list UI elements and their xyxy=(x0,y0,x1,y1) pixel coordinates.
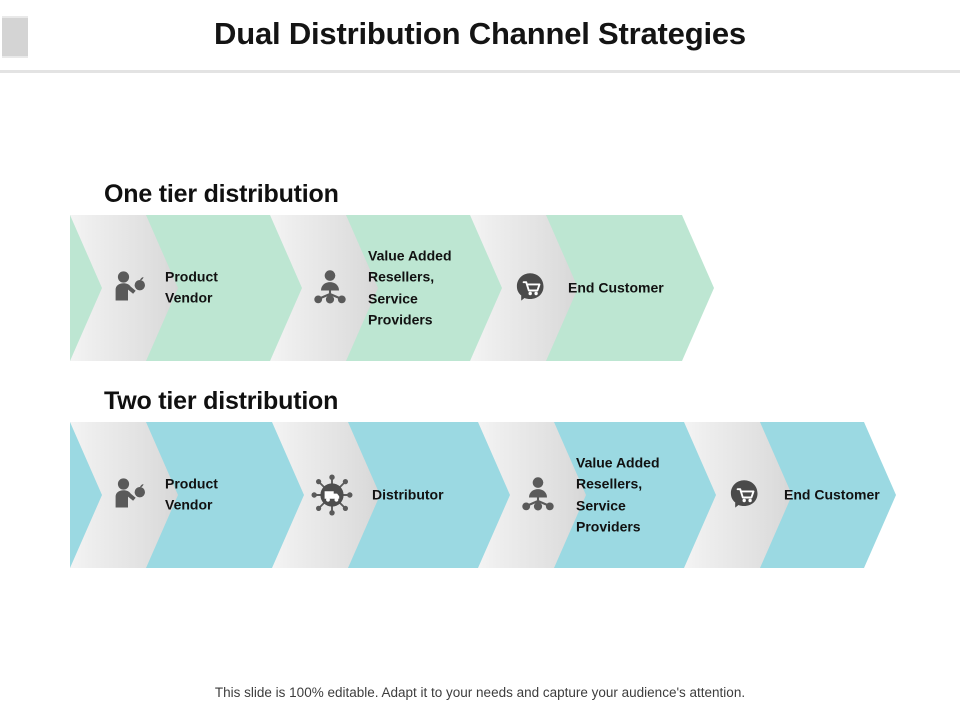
chevron-row-one-tier: Product Vendor Value Added Resellers, S xyxy=(0,215,960,361)
vendor-person-product-icon xyxy=(108,266,152,310)
slide-header: Dual Distribution Channel Strategies xyxy=(0,0,960,73)
reseller-network-person-icon xyxy=(308,266,352,310)
chevron-label: Distributor xyxy=(372,486,444,503)
end-customer-head-cart-icon xyxy=(508,266,552,310)
section-heading-one-tier: One tier distribution xyxy=(104,180,339,208)
page-title: Dual Distribution Channel Strategies xyxy=(214,16,746,51)
chevron-label: Value Added Resellers, Service Providers xyxy=(576,454,660,535)
header-divider xyxy=(0,70,960,73)
footer-note: This slide is 100% editable. Adapt it to… xyxy=(214,685,746,700)
section-heading-two-tier: Two tier distribution xyxy=(104,387,339,415)
chevron-label: Value Added Resellers, Service Providers xyxy=(368,247,452,328)
vendor-person-product-icon xyxy=(108,473,152,517)
chevron-step-end-customer-tier2[interactable]: End Customer xyxy=(684,422,896,568)
distributor-truck-network-icon xyxy=(310,473,354,517)
corner-placeholder-box xyxy=(2,16,28,58)
chevron-row-two-tier: Product Vendor xyxy=(0,422,960,568)
chevron-label: End Customer xyxy=(568,279,664,296)
chevron-label: Product Vendor xyxy=(165,475,218,513)
reseller-network-person-icon xyxy=(516,473,560,517)
chevron-label: Product Vendor xyxy=(165,268,218,306)
end-customer-head-cart-icon xyxy=(722,473,766,517)
chevron-step-end-customer-tier1[interactable]: End Customer xyxy=(470,215,714,361)
chevron-label: End Customer xyxy=(784,486,880,503)
